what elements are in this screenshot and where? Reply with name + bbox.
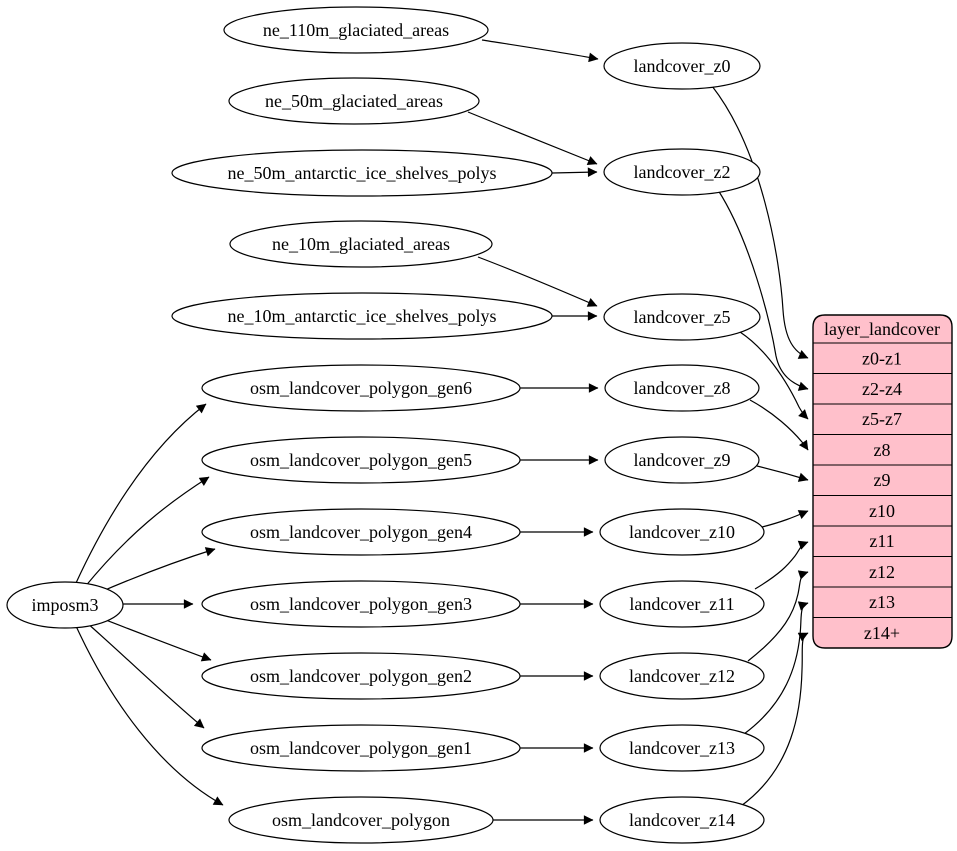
edge-landcover-z13-row-z13 [743,601,809,735]
record-title: layer_landcover [824,319,940,339]
edge-imposm3-osm-landcover-polygon-gen5 [83,476,210,589]
edge-landcover-z14-row-z14plus [740,632,809,807]
node-landcover-z8: landcover_z8 [604,364,760,412]
node-imposm3: imposm3 [6,581,124,629]
record-row-z13: z13 [869,592,895,612]
source-nodes: ne_110m_glaciated_areas ne_50m_glaciated… [171,6,553,844]
edge-landcover-z2-row-z2-z4 [717,189,809,391]
node-landcover-z11-label: landcover_z11 [629,594,734,614]
edge-landcover-z11-row-z11 [754,540,809,590]
node-osm-landcover-polygon-gen1-label: osm_landcover_polygon_gen1 [250,738,472,758]
node-osm-landcover-polygon-gen4: osm_landcover_polygon_gen4 [201,508,521,556]
view-nodes: landcover_z0 landcover_z2 landcover_z5 l… [599,42,765,844]
node-landcover-z12: landcover_z12 [599,652,765,700]
edge-landcover-z5-row-z5-z7 [739,331,809,420]
node-osm-landcover-polygon-gen3-label: osm_landcover_polygon_gen3 [250,594,472,614]
node-ne-50m-glaciated-areas: ne_50m_glaciated_areas [228,77,480,125]
node-osm-landcover-polygon-gen1: osm_landcover_polygon_gen1 [201,724,521,772]
record-background [812,314,953,649]
edge-landcover-z9-row-z9 [756,465,809,482]
edge-landcover-z8-row-z8 [749,399,809,451]
node-landcover-z10: landcover_z10 [599,508,765,556]
node-imposm3-label: imposm3 [31,595,98,615]
node-ne-10m-antarctic-ice-shelves-polys-label: ne_10m_antarctic_ice_shelves_polys [228,306,497,326]
node-osm-landcover-polygon-gen5: osm_landcover_polygon_gen5 [201,436,521,484]
node-ne-110m-glaciated-areas: ne_110m_glaciated_areas [223,6,489,54]
edge-ne-50m-glaciated-areas-landcover-z2 [467,111,598,165]
edge-ne-50m-antarctic-ice-shelves-polys-landcover-z2 [551,167,598,178]
record-row-z10: z10 [869,501,895,521]
node-landcover-z12-label: landcover_z12 [629,666,735,686]
record-row-z2-z4: z2-z4 [862,379,902,399]
edge-landcover-z10-row-z10 [761,510,809,528]
node-ne-50m-glaciated-areas-label: ne_50m_glaciated_areas [265,91,443,111]
node-landcover-z14: landcover_z14 [599,796,765,844]
edge-layer [75,39,809,825]
node-osm-landcover-polygon-gen2-label: osm_landcover_polygon_gen2 [250,666,472,686]
edge-landcover-z12-row-z12 [747,570,809,662]
record-row-z0-z1: z0-z1 [862,349,902,369]
edge-imposm3-osm-landcover-polygon [75,625,224,806]
node-landcover-z5-label: landcover_z5 [634,307,731,327]
node-landcover-z0-label: landcover_z0 [634,56,731,76]
edge-imposm3-osm-landcover-polygon-gen6 [75,403,207,584]
node-landcover-z8-label: landcover_z8 [634,378,731,398]
record-row-z5-z7: z5-z7 [862,409,902,429]
node-landcover-z13-label: landcover_z13 [629,738,735,758]
edge-ne-10m-glaciated-areas-landcover-z5 [477,256,598,307]
node-osm-landcover-polygon-gen4-label: osm_landcover_polygon_gen4 [250,522,472,542]
record-row-z12: z12 [869,562,895,582]
edge-imposm3-osm-landcover-polygon-gen1 [85,621,205,729]
node-osm-landcover-polygon-gen3: osm_landcover_polygon_gen3 [201,580,521,628]
record-row-z14plus: z14+ [864,623,900,643]
edge-imposm3-osm-landcover-polygon-gen2 [97,616,212,662]
node-ne-50m-antarctic-ice-shelves-polys-label: ne_50m_antarctic_ice_shelves_polys [228,163,497,183]
node-osm-landcover-polygon-gen2: osm_landcover_polygon_gen2 [201,652,521,700]
record-row-z11: z11 [869,531,894,551]
node-ne-10m-glaciated-areas-label: ne_10m_glaciated_areas [272,234,450,254]
node-ne-110m-glaciated-areas-label: ne_110m_glaciated_areas [263,20,449,40]
node-osm-landcover-polygon: osm_landcover_polygon [228,796,494,844]
node-ne-50m-antarctic-ice-shelves-polys: ne_50m_antarctic_ice_shelves_polys [171,149,553,197]
node-ne-10m-glaciated-areas: ne_10m_glaciated_areas [229,220,493,268]
node-landcover-z0: landcover_z0 [603,42,761,90]
node-landcover-z9: landcover_z9 [604,436,760,484]
node-osm-landcover-polygon-label: osm_landcover_polygon [272,810,450,830]
layer-landcover-record: layer_landcover z0-z1 z2-z4 z5-z7 z8 z9 … [812,314,953,649]
node-landcover-z5: landcover_z5 [603,293,761,341]
node-landcover-z10-label: landcover_z10 [629,522,735,542]
node-osm-landcover-polygon-gen6: osm_landcover_polygon_gen6 [201,364,521,412]
record-row-z8: z8 [874,440,891,460]
node-landcover-z2-label: landcover_z2 [634,162,731,182]
node-osm-landcover-polygon-gen5-label: osm_landcover_polygon_gen5 [250,450,472,470]
record-row-z9: z9 [874,470,891,490]
edge-landcover-z0-row-z0-z1 [711,85,809,359]
edge-ne-110m-glaciated-areas-landcover-z0 [481,39,599,63]
node-landcover-z13: landcover_z13 [599,724,765,772]
node-landcover-z9-label: landcover_z9 [634,450,731,470]
node-landcover-z2: landcover_z2 [603,148,761,196]
node-ne-10m-antarctic-ice-shelves-polys: ne_10m_antarctic_ice_shelves_polys [171,292,553,340]
node-landcover-z11: landcover_z11 [599,580,765,628]
node-landcover-z14-label: landcover_z14 [629,810,735,830]
edge-imposm3-osm-landcover-polygon-gen4 [97,547,216,594]
node-osm-landcover-polygon-gen6-label: osm_landcover_polygon_gen6 [250,378,472,398]
